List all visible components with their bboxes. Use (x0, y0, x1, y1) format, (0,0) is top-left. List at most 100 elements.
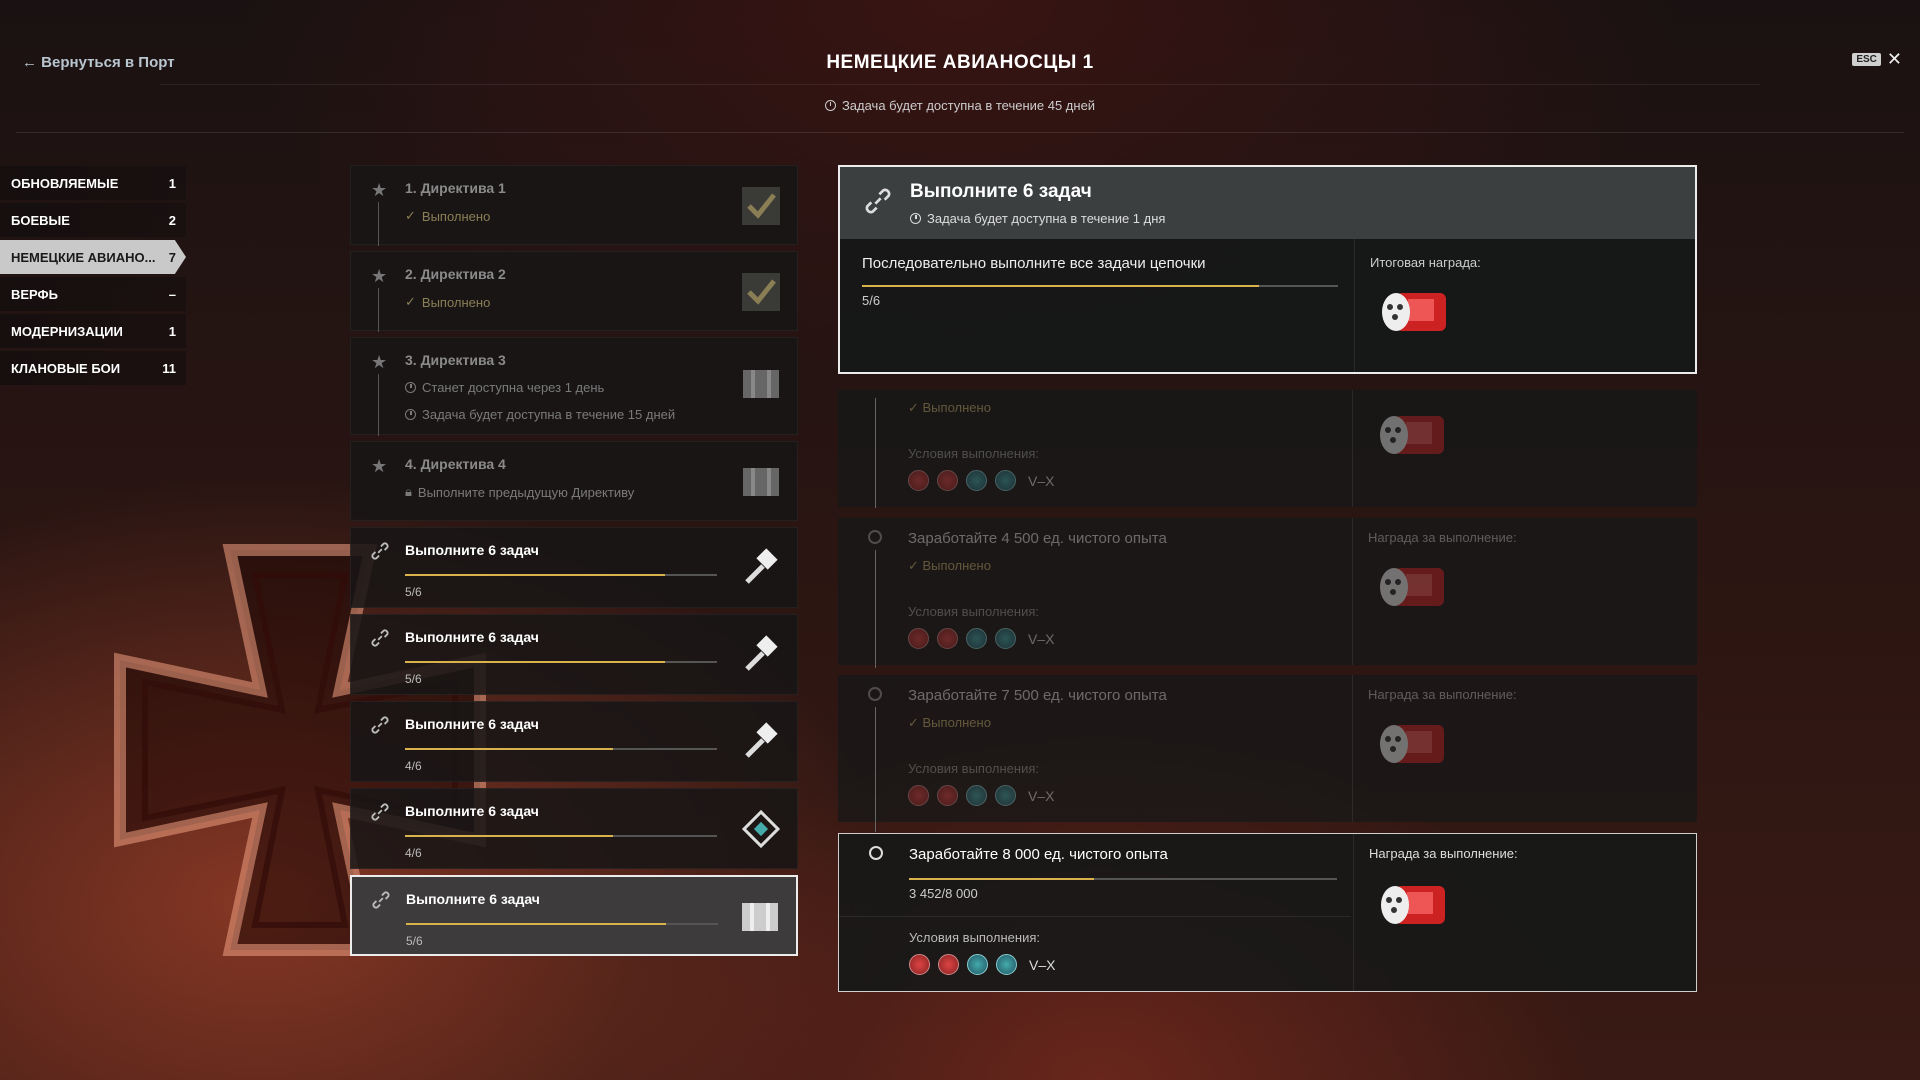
signal-canister-icon (1380, 416, 1444, 454)
task-card-4[interactable]: Заработайте 8 000 ед. чистого опыта 3 45… (838, 833, 1697, 992)
chain-line (875, 550, 876, 668)
chain-detail-card: Выполните 6 задач Задача будет доступна … (838, 165, 1697, 374)
directive-status: ✓Выполнено (405, 208, 491, 224)
chain-line (378, 202, 379, 246)
chain-total-progress-fill (862, 285, 1259, 287)
link-icon (371, 629, 389, 647)
container-icon (742, 903, 778, 931)
clock-icon (910, 213, 921, 224)
chain-progress-fill (405, 574, 665, 576)
chain-title: Выполните 6 задач (405, 716, 539, 732)
reward-label: Награда за выполнение: (1368, 530, 1517, 545)
column-divider (1352, 675, 1353, 822)
directive-card-1[interactable]: ★ 1. Директива 1 ✓Выполнено (350, 165, 798, 246)
mode-icon (966, 628, 987, 649)
check-icon: ✓ (908, 558, 923, 573)
availability-note: Задача будет доступна в течение 45 дней (0, 98, 1920, 113)
cv-class-icon (908, 785, 929, 806)
chain-card-4[interactable]: Выполните 6 задач 4/6 (350, 788, 798, 869)
diamond-icon (741, 809, 781, 849)
sidebar-item-german-carriers[interactable]: НЕМЕЦКИЕ АВИАНО...7 (0, 240, 186, 274)
reward-label: Награда за выполнение: (1368, 687, 1517, 702)
directive-card-3[interactable]: ★ 3. Директива 3 Станет доступна через 1… (350, 337, 798, 436)
chain-title: Выполните 6 задач (406, 891, 540, 907)
chain-line (378, 288, 379, 332)
back-to-port-link[interactable]: ← Вернуться в Порт (22, 54, 175, 71)
battle-type-icon (995, 470, 1016, 491)
directive-title: 3. Директива 3 (405, 352, 506, 368)
chain-title: Выполните 6 задач (405, 629, 539, 645)
chain-line (875, 707, 876, 832)
chain-card-1[interactable]: Выполните 6 задач 5/6 (350, 527, 798, 608)
page-title: НЕМЕЦКИЕ АВИАНОСЦЫ 1 (826, 52, 1094, 73)
chain-line (378, 374, 379, 436)
star-icon: ★ (371, 266, 388, 286)
signal-canister-icon (1381, 886, 1445, 924)
star-icon: ★ (371, 352, 388, 372)
chain-description: Последовательно выполните все задачи цеп… (862, 255, 1206, 272)
tier-range: V–X (1029, 956, 1056, 973)
signal-canister-icon (1380, 725, 1444, 763)
chain-progress-bar (406, 923, 718, 925)
task-title: Заработайте 4 500 ед. чистого опыта (908, 530, 1167, 547)
directive-title: 2. Директива 2 (405, 266, 506, 282)
tier-range: V–X (1028, 472, 1055, 489)
chain-line (875, 398, 876, 508)
task-card-3[interactable]: Заработайте 7 500 ед. чистого опыта ✓ Вы… (838, 675, 1697, 832)
link-icon (865, 188, 891, 214)
task-status-dot (869, 846, 883, 860)
chain-title: Выполните 6 задач (405, 542, 539, 558)
battle-type-icon (995, 785, 1016, 806)
directive-status: 🔒︎Выполните предыдущую Директиву (405, 484, 635, 500)
mode-icon (966, 470, 987, 491)
nation-icon (938, 954, 959, 975)
conditions-icons: V–X (908, 628, 1054, 649)
chain-progress-bar (405, 574, 717, 576)
directive-status: ✓Выполнено (405, 294, 491, 310)
directive-availability-note: Задача будет доступна в течение 15 дней (405, 407, 675, 422)
task-title: Заработайте 7 500 ед. чистого опыта (908, 687, 1167, 704)
task-status-dot (868, 687, 882, 701)
conditions-label: Условия выполнения: (908, 761, 1039, 776)
chain-progress-bar (405, 835, 717, 837)
conditions-icons: V–X (909, 954, 1055, 975)
chain-progress-text: 4/6 (405, 759, 422, 773)
chain-title: Выполните 6 задач (405, 803, 539, 819)
task-progress-fill (909, 878, 1094, 880)
chain-detail-availability: Задача будет доступна в течение 1 дня (910, 211, 1165, 226)
chain-card-3[interactable]: Выполните 6 задач 4/6 (350, 701, 798, 782)
conditions-label: Условия выполнения: (909, 930, 1040, 945)
cv-class-icon (909, 954, 930, 975)
check-icon: ✓ (908, 400, 923, 415)
check-icon: ✓ (405, 294, 416, 309)
chain-detail-title: Выполните 6 задач (910, 181, 1092, 202)
task-card-1[interactable]: ✓ Выполнено Условия выполнения: V–X (838, 390, 1697, 508)
nation-icon (937, 785, 958, 806)
link-icon (371, 803, 389, 821)
chain-total-progress-text: 5/6 (862, 293, 881, 308)
chain-progress-bar (405, 661, 717, 663)
reward-label: Награда за выполнение: (1369, 846, 1518, 861)
mode-icon (967, 954, 988, 975)
task-section-divider (839, 916, 1351, 917)
chain-progress-text: 5/6 (405, 672, 422, 686)
directive-title: 4. Директива 4 (405, 456, 506, 472)
conditions-label: Условия выполнения: (908, 604, 1039, 619)
task-title: Заработайте 8 000 ед. чистого опыта (909, 846, 1168, 863)
chain-card-5[interactable]: Выполните 6 задач 5/6 (350, 875, 798, 956)
chain-progress-text: 5/6 (405, 585, 422, 599)
nation-icon (937, 628, 958, 649)
directive-card-4[interactable]: ★ 4. Директива 4 🔒︎Выполните предыдущую … (350, 441, 798, 521)
close-button[interactable]: ESC ✕ (1852, 50, 1902, 68)
sidebar-item-shipyard[interactable]: ВЕРФЬ– (0, 277, 186, 311)
directive-card-2[interactable]: ★ 2. Директива 2 ✓Выполнено (350, 251, 798, 332)
chain-card-2[interactable]: Выполните 6 задач 5/6 (350, 614, 798, 695)
chain-progress-fill (406, 923, 666, 925)
task-card-2[interactable]: Заработайте 4 500 ед. чистого опыта ✓ Вы… (838, 518, 1697, 668)
conditions-icons: V–X (908, 785, 1054, 806)
